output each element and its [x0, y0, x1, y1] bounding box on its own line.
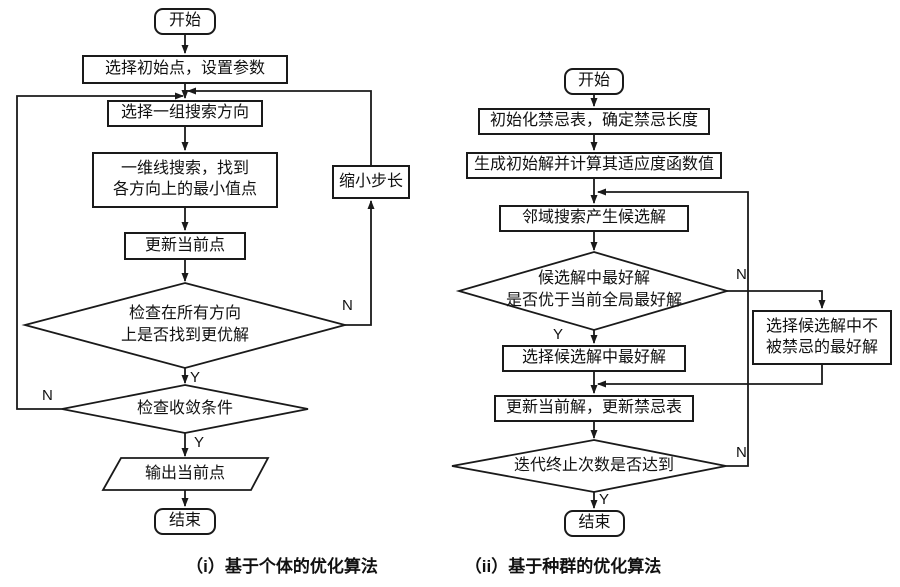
right-start-node: 开始 [564, 68, 624, 95]
right-check-iteration-diamond [451, 439, 727, 493]
arrow-left-checkconv-n-loop-back [16, 92, 184, 410]
left-start-node: 开始 [154, 8, 216, 35]
right-y1-label: Y [553, 326, 564, 343]
right-select-best-node: 选择候选解中最好解 [502, 345, 686, 372]
left-n1-label: N [342, 297, 353, 314]
right-n1-label: N [736, 266, 747, 283]
left-init-node: 选择初始点，设置参数 [82, 55, 288, 84]
left-line-search-node: 一维线搜索，找到 各方向上的最小值点 [92, 152, 278, 208]
right-select-non-tabu-node: 选择候选解中不 被禁忌的最好解 [752, 310, 892, 365]
arrow-right-checkbest-n-to-nontabu [727, 290, 826, 309]
arrow-right-checkiter-n-loop-back [597, 188, 749, 467]
right-init-tabu-node: 初始化禁忌表，确定禁忌长度 [478, 108, 710, 135]
shape-group [21, 251, 731, 493]
arrow-left-checkdir-n-to-shrink [345, 200, 375, 326]
left-shrink-step-node: 缩小步长 [332, 165, 410, 199]
arrow-left-shrink-loop-back [187, 87, 372, 165]
right-generate-initial-node: 生成初始解并计算其适应度函数值 [466, 152, 722, 179]
left-update-point-node: 更新当前点 [124, 232, 246, 260]
right-caption: （ii）基于种群的优化算法 [464, 557, 662, 576]
left-y2-label: Y [194, 434, 205, 451]
left-select-direction-node: 选择一组搜索方向 [107, 100, 263, 127]
left-output-parallelogram [101, 457, 270, 491]
left-y1-label: Y [190, 369, 201, 386]
left-check-convergence-diamond [61, 384, 309, 434]
left-n2-label: N [42, 387, 53, 404]
right-end-node: 结束 [564, 510, 625, 537]
left-end-node: 结束 [154, 508, 216, 535]
arrow-right-nontabu-to-update-junction [597, 365, 823, 388]
left-caption: （i）基于个体的优化算法 [186, 557, 378, 576]
left-check-direction-diamond [21, 282, 349, 369]
right-check-best-diamond [455, 251, 731, 331]
right-y2-label: Y [599, 491, 610, 508]
right-update-solution-node: 更新当前解，更新禁忌表 [494, 395, 694, 422]
right-n2-label: N [736, 444, 747, 461]
connector-group [16, 35, 826, 509]
right-neighborhood-search-node: 邻域搜索产生候选解 [499, 205, 689, 232]
